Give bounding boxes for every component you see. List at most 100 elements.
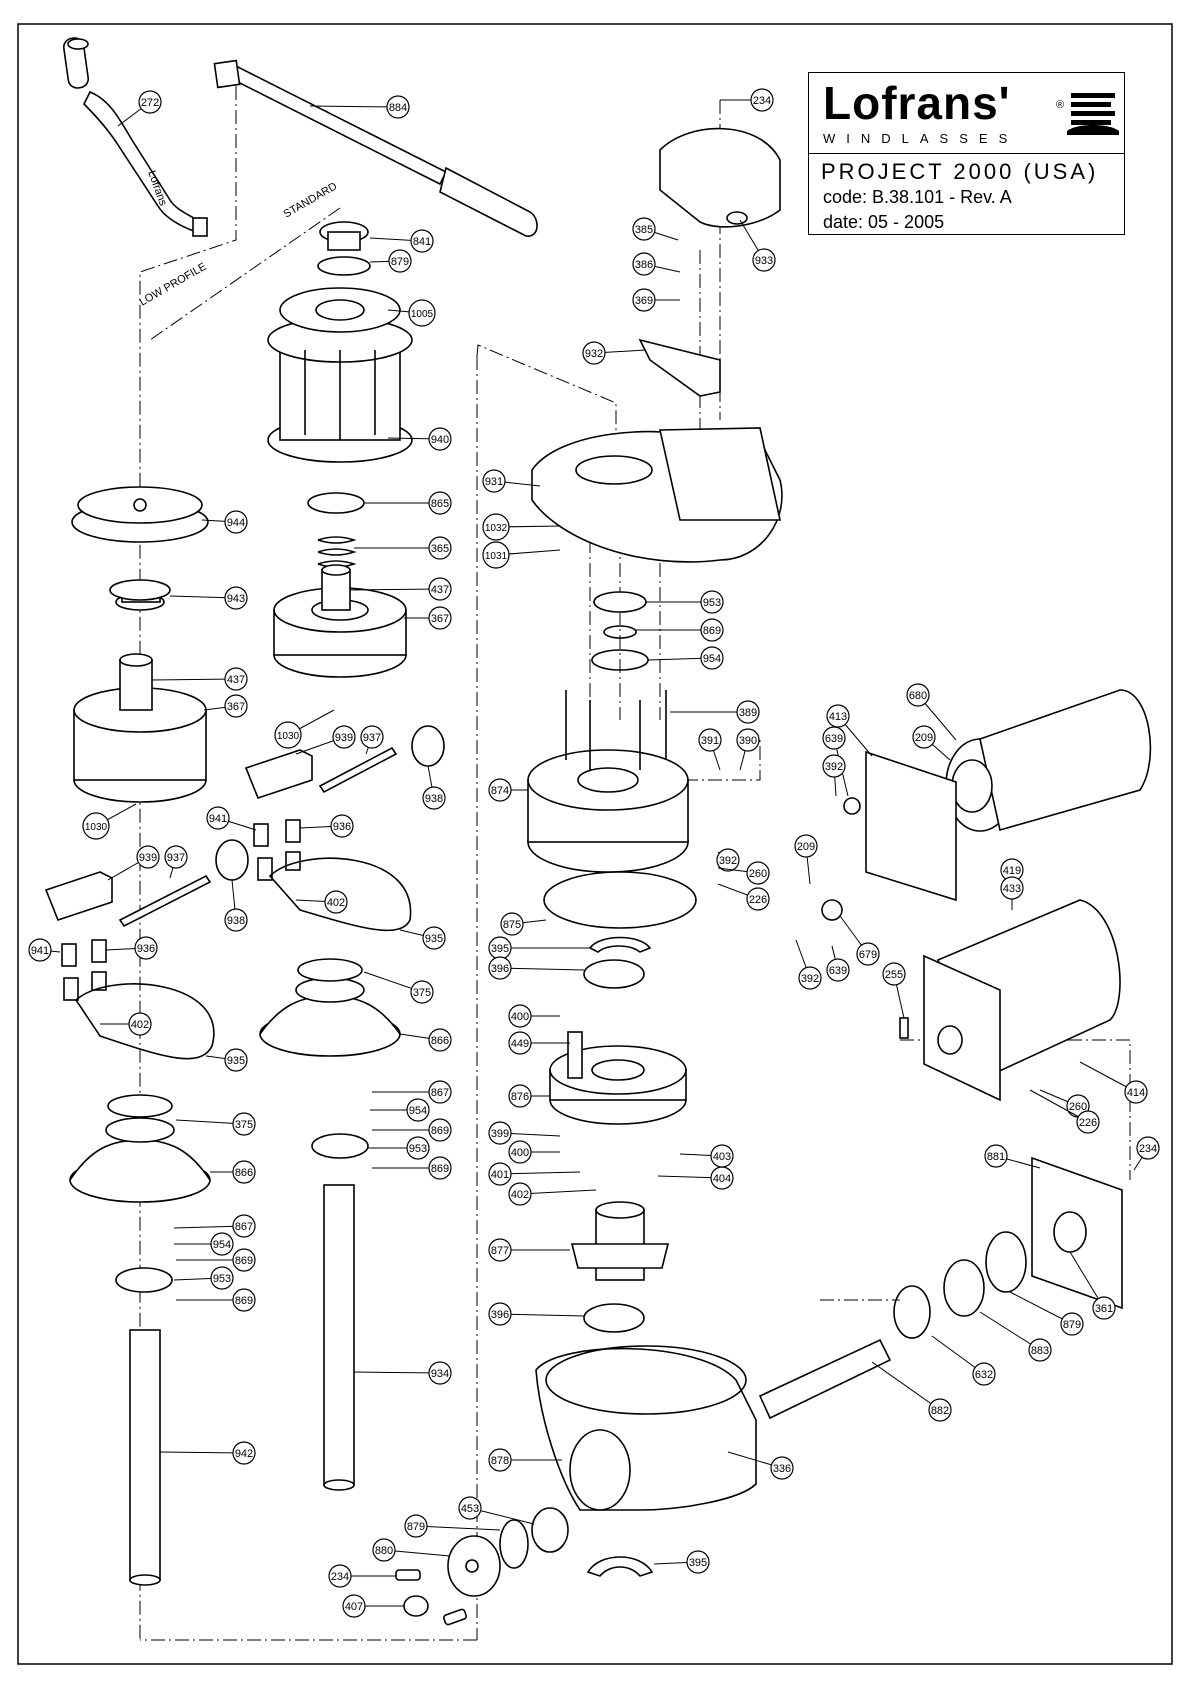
part-932-bracket bbox=[638, 338, 721, 397]
callout-bubble bbox=[82, 812, 110, 840]
callout-bubble bbox=[736, 700, 760, 724]
part-679-coupler bbox=[821, 899, 843, 921]
part-234-screw-lower bbox=[395, 1569, 421, 1581]
callout-939: 939 bbox=[107, 845, 160, 881]
callout-label: 260 bbox=[749, 868, 767, 880]
callout-bubble bbox=[232, 1160, 256, 1184]
callout-bubble bbox=[428, 427, 452, 451]
callout-bubble bbox=[422, 786, 446, 810]
callout-label: 396 bbox=[491, 1309, 509, 1321]
callout-234: 234 bbox=[328, 1564, 396, 1588]
part-942-shaft bbox=[129, 1329, 161, 1586]
callout-869: 869 bbox=[372, 1118, 452, 1142]
callout-label: 414 bbox=[1127, 1087, 1145, 1099]
callout-label: 639 bbox=[829, 965, 847, 977]
callout-939: 939 bbox=[295, 725, 356, 755]
callout-bubble bbox=[488, 1238, 512, 1262]
callout-label: 932 bbox=[585, 348, 603, 360]
part-869-ring-center bbox=[603, 625, 637, 639]
callout-936: 936 bbox=[105, 936, 158, 960]
leader-line bbox=[871, 1361, 941, 1411]
callout-label: 402 bbox=[131, 1019, 149, 1031]
callout-label: 875 bbox=[503, 919, 521, 931]
callout-label: 934 bbox=[431, 1368, 449, 1380]
callout-869: 869 bbox=[636, 618, 724, 642]
callout-label: 880 bbox=[375, 1545, 393, 1557]
callout-bubble bbox=[488, 956, 512, 980]
part-841-cap bbox=[317, 221, 371, 276]
part-882-worm-shaft bbox=[758, 1338, 892, 1420]
leader-line bbox=[349, 588, 441, 591]
callout-bubble bbox=[232, 1248, 256, 1272]
callout-label: 413 bbox=[829, 711, 847, 723]
callout-label: 953 bbox=[213, 1273, 231, 1285]
callout-935: 935 bbox=[399, 926, 446, 950]
part-953-bearing-left bbox=[115, 1267, 173, 1293]
callout-936: 936 bbox=[299, 814, 354, 838]
part-680-motor bbox=[945, 689, 1152, 832]
callout-bubble bbox=[508, 1004, 532, 1028]
logo-area: Lofrans' ® WINDLASSES bbox=[809, 73, 1124, 154]
callout-label: 939 bbox=[335, 732, 353, 744]
callout-1005: 1005 bbox=[387, 299, 436, 327]
callout-bubble bbox=[138, 90, 162, 114]
part-413-plate bbox=[865, 750, 957, 902]
callout-938: 938 bbox=[422, 765, 446, 810]
part-874-base bbox=[527, 690, 689, 873]
callout-label: 869 bbox=[431, 1125, 449, 1137]
callout-bubble bbox=[822, 726, 846, 750]
callout-bubble bbox=[482, 513, 510, 541]
callout-label: 1030 bbox=[277, 731, 300, 742]
callout-941: 941 bbox=[28, 938, 61, 962]
callout-bubble bbox=[500, 912, 524, 936]
callout-865: 865 bbox=[364, 491, 452, 515]
callout-bubble bbox=[746, 861, 770, 885]
callout-875: 875 bbox=[500, 912, 547, 936]
callout-label: 255 bbox=[885, 969, 903, 981]
callout-bubble bbox=[388, 249, 412, 273]
callout-402: 402 bbox=[295, 890, 348, 914]
callout-label: 938 bbox=[227, 915, 245, 927]
callout-680: 680 bbox=[906, 683, 957, 741]
callout-401: 401 bbox=[488, 1162, 581, 1186]
callout-361: 361 bbox=[1069, 1251, 1116, 1320]
part-878-gearbox bbox=[535, 1345, 757, 1511]
part-639-washer bbox=[843, 797, 861, 815]
callout-954: 954 bbox=[647, 646, 724, 670]
leader-line bbox=[499, 967, 585, 971]
callout-bubble bbox=[274, 721, 302, 749]
callout-label: 395 bbox=[491, 943, 509, 955]
callout-841: 841 bbox=[369, 229, 434, 253]
callout-bubble bbox=[428, 577, 452, 601]
callout-403: 403 bbox=[679, 1144, 734, 1168]
callout-453: 453 bbox=[458, 1496, 535, 1525]
callout-bubble bbox=[700, 618, 724, 642]
callout-bubble bbox=[686, 1550, 710, 1574]
callout-bubble bbox=[372, 1538, 396, 1562]
callout-866: 866 bbox=[210, 1160, 256, 1184]
callout-label: 395 bbox=[689, 1557, 707, 1569]
callout-883: 883 bbox=[979, 1311, 1052, 1362]
part-953-bearing-right bbox=[311, 1133, 369, 1159]
callout-label: 867 bbox=[431, 1087, 449, 1099]
callout-bubble bbox=[342, 1594, 366, 1618]
callout-label: 933 bbox=[755, 255, 773, 267]
callout-bubble bbox=[700, 590, 724, 614]
callout-label: 401 bbox=[491, 1169, 509, 1181]
leader-line bbox=[173, 1225, 245, 1229]
part-877-clutch bbox=[570, 1201, 670, 1281]
callout-bubble bbox=[906, 683, 930, 707]
part-884-long-handle bbox=[213, 59, 538, 237]
part-255-key bbox=[899, 1017, 909, 1039]
leader-line bbox=[499, 1171, 581, 1175]
leader-line bbox=[151, 678, 237, 681]
callout-label: 874 bbox=[491, 785, 509, 797]
callout-label: 365 bbox=[431, 543, 449, 555]
callout-label: 936 bbox=[137, 943, 155, 955]
callout-bubble bbox=[134, 936, 158, 960]
callout-label: 1031 bbox=[485, 551, 508, 562]
callout-label: 400 bbox=[511, 1011, 529, 1023]
callout-879: 879 bbox=[369, 249, 412, 273]
callout-bubble bbox=[164, 845, 188, 869]
callout-bubble bbox=[1060, 1312, 1084, 1336]
